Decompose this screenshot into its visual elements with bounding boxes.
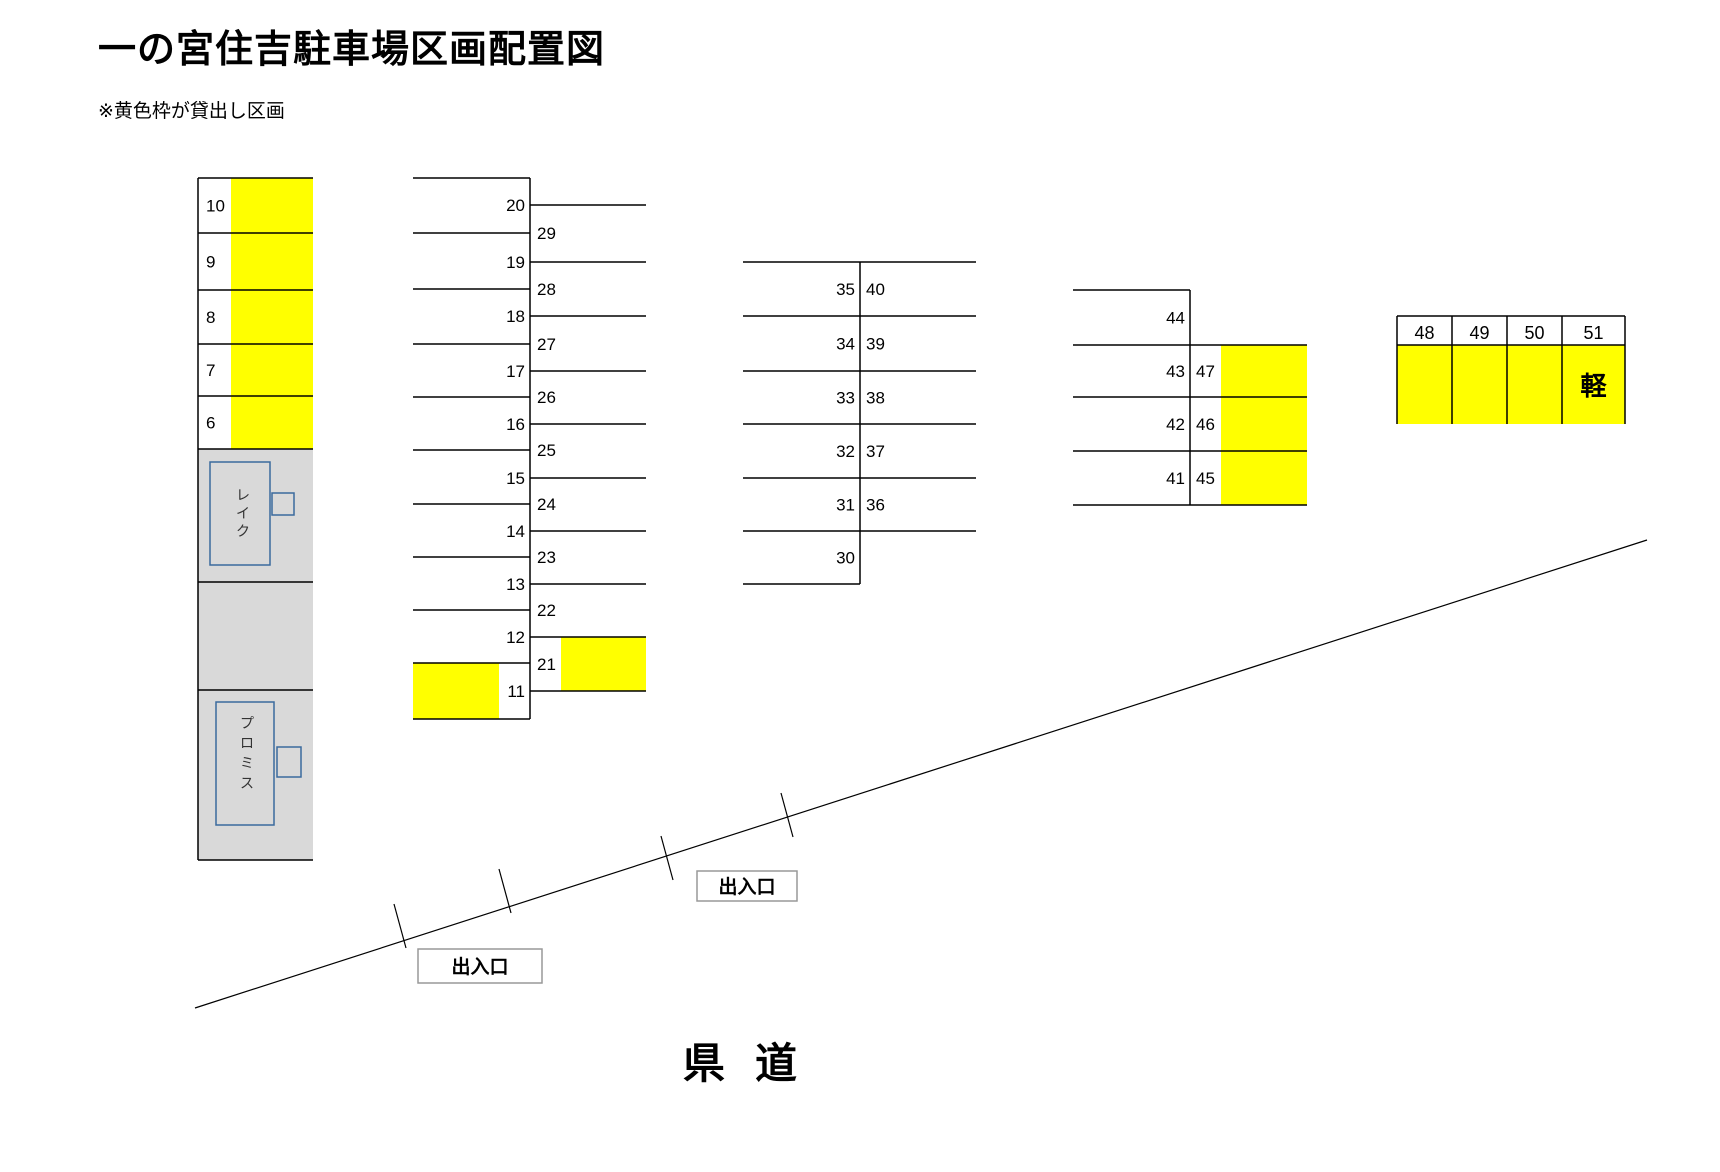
- available-space-45: [1221, 451, 1307, 505]
- space-label-42: 42: [1166, 415, 1185, 434]
- shop-name-lake-char: イ: [236, 506, 250, 522]
- space-label-35: 35: [836, 280, 855, 299]
- available-space-8: [231, 290, 313, 344]
- space-label-40: 40: [866, 280, 885, 299]
- shop-name-promise-char: ミ: [240, 756, 254, 772]
- space-label-25: 25: [537, 441, 556, 460]
- available-space-11: [413, 663, 499, 719]
- page-title: 一の宮住吉駐車場区画配置図: [98, 27, 606, 71]
- available-space-49: [1452, 345, 1507, 424]
- space-label-46: 46: [1196, 415, 1215, 434]
- space-label-44: 44: [1166, 309, 1185, 328]
- available-space-7: [231, 344, 313, 396]
- available-space-51: [1562, 345, 1625, 424]
- available-space-47: [1221, 345, 1307, 397]
- space-label-50: 50: [1524, 323, 1544, 343]
- space-label-16: 16: [506, 415, 525, 434]
- space-label-20: 20: [506, 196, 525, 215]
- space-label-38: 38: [866, 389, 885, 408]
- shop-box-promise: [215, 701, 275, 826]
- shop-name-promise-char: ロ: [240, 736, 254, 752]
- space-label-9: 9: [206, 253, 215, 272]
- space-label-11: 11: [507, 682, 525, 701]
- space-label-47: 47: [1196, 362, 1215, 381]
- space-label-49: 49: [1469, 323, 1489, 343]
- space-label-28: 28: [537, 280, 556, 299]
- shop-name-promise-char: ス: [240, 776, 254, 792]
- entrance-label: 出入口: [718, 875, 775, 898]
- road-edge-line: [194, 539, 1648, 1009]
- space-label-7: 7: [206, 361, 215, 380]
- space-label-18: 18: [506, 307, 525, 326]
- entrance-label: 出入口: [451, 955, 508, 978]
- available-space-10: [231, 178, 313, 233]
- space-label-34: 34: [836, 335, 855, 354]
- entrance-box: [696, 870, 798, 902]
- available-space-46: [1221, 397, 1307, 451]
- available-space-48: [1397, 345, 1452, 424]
- space-label-30: 30: [836, 549, 855, 568]
- space-label-29: 29: [537, 224, 556, 243]
- available-space-21: [561, 637, 646, 691]
- space-label-31: 31: [836, 496, 855, 515]
- space-label-39: 39: [866, 335, 885, 354]
- space-label-21: 21: [537, 655, 556, 674]
- building-area: [198, 449, 313, 860]
- space-label-33: 33: [836, 389, 855, 408]
- space-label-32: 32: [836, 442, 855, 461]
- entrance-mark-line: [780, 792, 794, 838]
- shop-box-lake: [209, 461, 271, 566]
- space-label-48: 48: [1414, 323, 1434, 343]
- shop-sign-lake: [271, 492, 295, 516]
- shop-name-promise-char: プ: [240, 716, 254, 732]
- entrance-mark-line: [393, 903, 407, 949]
- space-label-13: 13: [506, 575, 525, 594]
- space-label-41: 41: [1166, 469, 1185, 488]
- shop-sign-promise: [276, 746, 302, 778]
- kei-mark: 軽: [1580, 371, 1607, 402]
- space-label-27: 27: [537, 335, 556, 354]
- space-label-45: 45: [1196, 469, 1215, 488]
- space-label-51: 51: [1583, 323, 1603, 343]
- shop-name-lake-char: ク: [236, 524, 250, 540]
- space-label-37: 37: [866, 442, 885, 461]
- space-label-23: 23: [537, 548, 556, 567]
- shop-name-lake-char: レ: [236, 488, 250, 504]
- space-label-12: 12: [506, 628, 525, 647]
- space-label-17: 17: [506, 362, 525, 381]
- available-space-6: [231, 396, 313, 449]
- space-label-19: 19: [506, 253, 525, 272]
- space-label-26: 26: [537, 388, 556, 407]
- entrance-box: [417, 948, 543, 984]
- space-label-22: 22: [537, 601, 556, 620]
- space-label-15: 15: [506, 469, 525, 488]
- available-space-9: [231, 233, 313, 290]
- legend-note: ※黄色枠が貸出し区画: [98, 100, 285, 122]
- entrance-mark-line: [660, 835, 674, 881]
- space-label-43: 43: [1166, 362, 1185, 381]
- entrance-mark-line: [498, 868, 512, 914]
- space-label-24: 24: [537, 495, 556, 514]
- space-label-36: 36: [866, 496, 885, 515]
- space-label-10: 10: [206, 197, 225, 216]
- available-space-50: [1507, 345, 1562, 424]
- space-label-6: 6: [206, 414, 215, 433]
- space-label-8: 8: [206, 308, 215, 327]
- road-label: 県道: [683, 1039, 827, 1088]
- space-label-14: 14: [506, 522, 525, 541]
